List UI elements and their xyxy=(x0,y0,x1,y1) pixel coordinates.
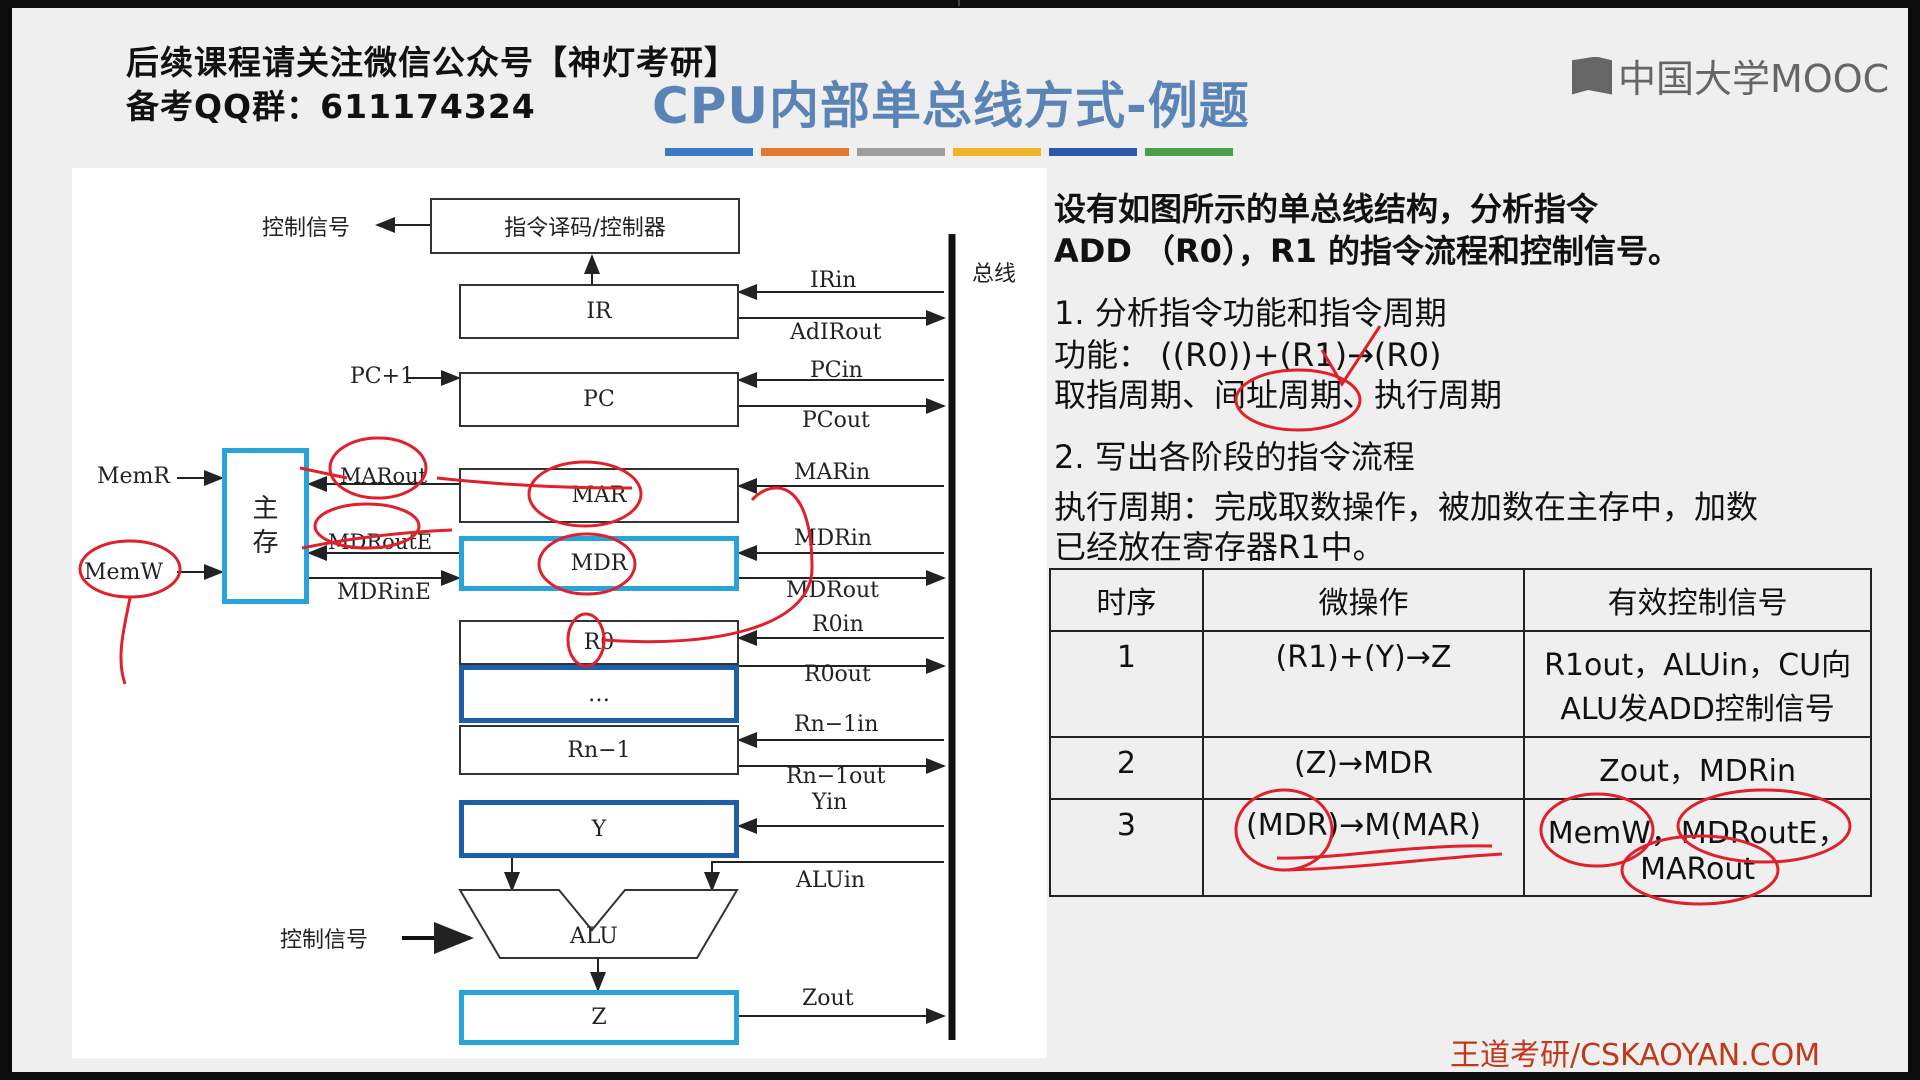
cell-op: (Z)→MDR xyxy=(1201,736,1526,800)
ir-register: IR xyxy=(459,284,739,339)
signal-zout: Zout xyxy=(802,986,854,1011)
promo-qq-group: 备考QQ群：611174324 xyxy=(126,87,536,126)
signal-rn-1out: Rn−1out xyxy=(786,764,886,789)
table-header-row: 时序 微操作 有效控制信号 xyxy=(1049,568,1872,632)
y-register: Y xyxy=(459,800,739,858)
header-sequence: 时序 xyxy=(1049,568,1204,632)
color-bar xyxy=(1145,148,1233,156)
promo-wechat: 后续课程请关注微信公众号【神灯考研】 xyxy=(126,43,738,82)
color-bar xyxy=(665,148,753,156)
rn-1-register: Rn−1 xyxy=(459,725,739,775)
alu-control-signal-label: 控制信号 xyxy=(280,928,369,953)
register-dots: … xyxy=(459,665,739,723)
main-memory: 主 存 xyxy=(222,448,309,604)
single-bus-diagram: 控制信号 指令译码/控制器 总线 IR IRin AdIRout PC+1 PC… xyxy=(72,168,1047,1058)
cell-op: (MDR)→M(MAR) xyxy=(1201,798,1526,897)
signal-mdrout: MDRout xyxy=(786,578,879,603)
cell-op: (R1)+(Y)→Z xyxy=(1201,630,1526,738)
signal-aluin: ALUin xyxy=(796,868,866,893)
signal-pcin: PCin xyxy=(810,358,863,383)
alu-shape xyxy=(458,889,739,959)
top-edge-mark xyxy=(958,0,960,6)
cell-signals: R1out，ALUin，CU向 ALU发ADD控制信号 xyxy=(1523,630,1872,738)
table-row: 2 (Z)→MDR Zout，MDRin xyxy=(1049,736,1872,800)
header-control-signals: 有效控制信号 xyxy=(1523,568,1872,632)
bus-label: 总线 xyxy=(972,262,1017,287)
execute-line-1: 执行周期：完成取数操作，被加数在主存中，加数 xyxy=(1054,488,1759,526)
r0-register: R0 xyxy=(459,620,739,665)
header-micro-op: 微操作 xyxy=(1201,568,1526,632)
footer-watermark: 王道考研/CSKAOYAN.COM xyxy=(1450,1038,1821,1072)
cycles-line: 取指周期、间址周期、执行周期 xyxy=(1054,376,1503,414)
execute-line-2: 已经放在寄存器R1中。 xyxy=(1054,528,1385,566)
signal-adirout: AdIRout xyxy=(790,320,882,345)
color-bar xyxy=(857,148,945,156)
instruction-decoder-controller: 指令译码/控制器 xyxy=(430,198,740,254)
title-color-bars xyxy=(665,148,1233,156)
signal-r0out: R0out xyxy=(804,662,871,687)
color-bar xyxy=(953,148,1041,156)
question-line-1: 设有如图所示的单总线结构，分析指令 xyxy=(1054,190,1599,228)
micro-operation-table: 时序 微操作 有效控制信号 1 (R1)+(Y)→Z R1out，ALUin，C… xyxy=(1049,568,1872,897)
mar-register: MAR xyxy=(459,468,739,523)
slide-title: CPU内部单总线方式-例题 xyxy=(652,77,1250,135)
memw-label: MemW xyxy=(84,560,164,585)
cell-seq: 3 xyxy=(1049,798,1204,897)
color-bar xyxy=(1049,148,1137,156)
mooc-brand: 中国大学MOOC xyxy=(1572,48,1889,103)
signal-r0in: R0in xyxy=(812,612,864,637)
signal-text: MARout xyxy=(1640,852,1756,887)
signal-mdrin: MDRin xyxy=(794,526,872,551)
cell-seq: 2 xyxy=(1049,736,1204,800)
mooc-logo-icon xyxy=(1572,56,1612,95)
signal-mdrine: MDRinE xyxy=(337,580,431,605)
table-row: 1 (R1)+(Y)→Z R1out，ALUin，CU向 ALU发ADD控制信号 xyxy=(1049,630,1872,738)
question-line-2: ADD （R0），R1 的指令流程和控制信号。 xyxy=(1054,232,1680,270)
color-bar xyxy=(761,148,849,156)
signal-rn-1in: Rn−1in xyxy=(794,712,879,737)
mooc-brand-text: 中国大学MOOC xyxy=(1618,57,1890,101)
alu-label: ALU xyxy=(570,924,618,949)
signal-mdroute: MDRoutE xyxy=(328,530,433,554)
signal-marout: MARout xyxy=(340,464,428,488)
step-2-heading: 2. 写出各阶段的指令流程 xyxy=(1054,438,1415,476)
signal-marin: MARin xyxy=(794,460,871,485)
step-1-heading: 1. 分析指令功能和指令周期 xyxy=(1054,294,1447,332)
table-row: 3 (MDR)→M(MAR) MemW，MDRoutE，MARout xyxy=(1049,798,1872,897)
cell-signals: Zout，MDRin xyxy=(1523,736,1872,800)
lecture-slide: 后续课程请关注微信公众号【神灯考研】 备考QQ群：611174324 CPU内部… xyxy=(12,8,1908,1072)
z-register: Z xyxy=(459,990,739,1045)
signal-text: R1out，ALUin，CU向 xyxy=(1544,648,1852,683)
signal-yin: Yin xyxy=(812,790,848,815)
cell-signals: MemW，MDRoutE，MARout xyxy=(1523,798,1872,897)
signal-text: Zout，MDRin xyxy=(1599,754,1797,789)
control-signal-label: 控制信号 xyxy=(262,216,351,241)
mdr-register: MDR xyxy=(459,536,739,591)
signal-pcout: PCout xyxy=(802,408,870,433)
signal-text: ALU发ADD控制信号 xyxy=(1560,692,1835,727)
pc-plus-one-label: PC+1 xyxy=(350,364,415,389)
cell-seq: 1 xyxy=(1049,630,1204,738)
signal-text: MemW，MDRoutE， xyxy=(1547,816,1848,851)
pc-register: PC xyxy=(459,372,739,427)
signal-irin: IRin xyxy=(810,268,857,293)
memr-label: MemR xyxy=(97,464,170,489)
